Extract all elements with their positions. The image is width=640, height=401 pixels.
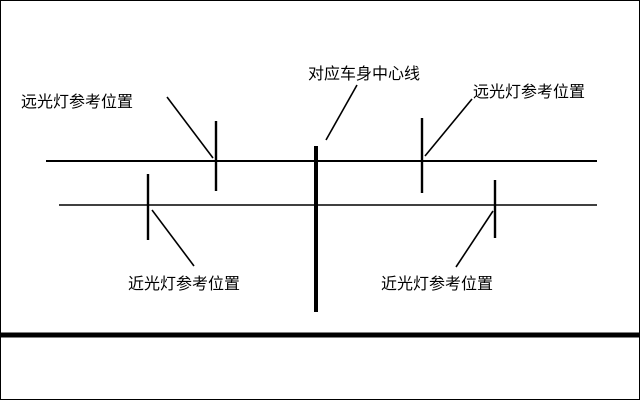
center-line-leader-line	[325, 84, 358, 141]
high-beam-right-leader-line	[424, 98, 473, 157]
low-beam-left-label: 近光灯参考位置	[128, 274, 240, 293]
low-beam-right-leader-line	[455, 210, 494, 268]
center-line-label: 对应车身中心线	[308, 64, 420, 83]
low-beam-left-leader-line	[151, 209, 195, 267]
high-beam-left-label: 远光灯参考位置	[21, 92, 133, 111]
low-beam-right-label: 近光灯参考位置	[381, 274, 493, 293]
high-beam-left-leader-line	[166, 96, 214, 159]
high-beam-right-label: 远光灯参考位置	[473, 82, 585, 101]
